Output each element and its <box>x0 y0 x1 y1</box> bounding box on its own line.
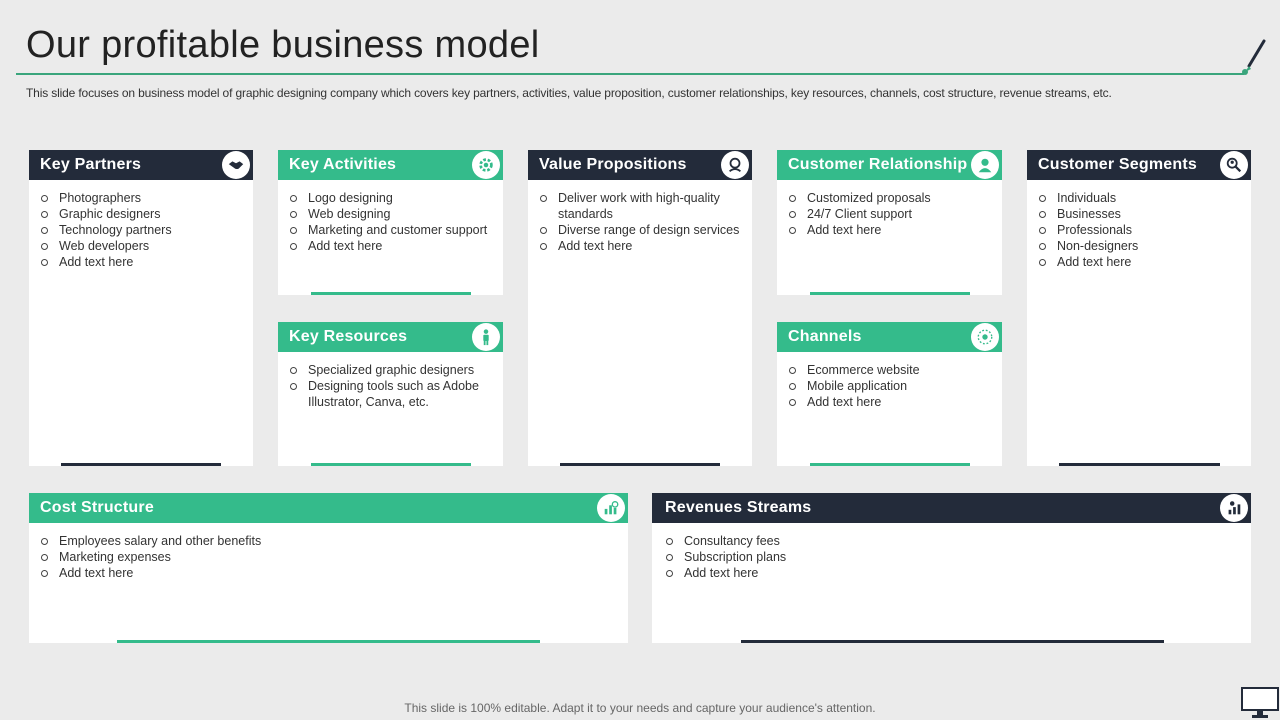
list-item: Businesses <box>1038 206 1241 222</box>
list-item: Deliver work with high-quality standards <box>539 190 742 222</box>
list-item: Marketing expenses <box>40 549 618 565</box>
list-item: Add text here <box>40 565 618 581</box>
list-item: Marketing and customer support <box>289 222 493 238</box>
card-value-propositions: Value Propositions Deliver work with hig… <box>528 150 752 466</box>
card-title: Key Partners <box>40 156 142 173</box>
list-item: Non-designers <box>1038 238 1241 254</box>
list-item: Ecommerce website <box>788 362 992 378</box>
card-header: Key Resources <box>278 322 503 352</box>
list-item: Add text here <box>40 254 243 270</box>
card-customer-relationship: Customer Relationship Customized proposa… <box>777 150 1002 295</box>
card-title: Customer Segments <box>1038 156 1197 173</box>
card-title: Channels <box>788 328 862 345</box>
card-title: Key Resources <box>289 328 408 345</box>
card-accent-bar <box>560 463 720 466</box>
list-item: Consultancy fees <box>665 533 1241 549</box>
list-item: Logo designing <box>289 190 493 206</box>
card-accent-bar <box>810 292 970 295</box>
list-item: Specialized graphic designers <box>289 362 493 378</box>
list-item: Add text here <box>539 238 742 254</box>
list-item: Web developers <box>40 238 243 254</box>
list-item: Mobile application <box>788 378 992 394</box>
value-icon <box>721 151 749 179</box>
card-header: Revenues Streams <box>652 493 1251 523</box>
person-icon <box>472 323 500 351</box>
item-list: Deliver work with high-quality standards… <box>539 190 742 254</box>
card-accent-bar <box>311 292 471 295</box>
list-item: Customized proposals <box>788 190 992 206</box>
list-item: Web designing <box>289 206 493 222</box>
customer-support-icon <box>971 151 999 179</box>
page-subtitle: This slide focuses on business model of … <box>26 86 1112 100</box>
card-title: Revenues Streams <box>665 499 812 516</box>
card-accent-bar <box>1059 463 1220 466</box>
list-item: Add text here <box>289 238 493 254</box>
card-title: Key Activities <box>289 156 397 173</box>
card-accent-bar <box>117 640 540 643</box>
card-accent-bar <box>810 463 970 466</box>
list-item: Diverse range of design services <box>539 222 742 238</box>
list-item: Photographers <box>40 190 243 206</box>
network-icon <box>971 323 999 351</box>
card-accent-bar <box>61 463 221 466</box>
monitor-icon <box>1241 687 1279 718</box>
page-title: Our profitable business model <box>26 24 540 66</box>
title-underline <box>16 73 1244 75</box>
list-item: Technology partners <box>40 222 243 238</box>
list-item: Add text here <box>788 222 992 238</box>
card-accent-bar <box>311 463 471 466</box>
list-item: Professionals <box>1038 222 1241 238</box>
card-title: Customer Relationship <box>788 156 968 173</box>
card-header: Customer Relationship <box>777 150 1002 180</box>
card-header: Customer Segments <box>1027 150 1251 180</box>
list-item: Individuals <box>1038 190 1241 206</box>
card-title: Cost Structure <box>40 499 154 516</box>
card-cost-structure: Cost Structure Employees salary and othe… <box>29 493 628 643</box>
list-item: Subscription plans <box>665 549 1241 565</box>
gears-icon <box>472 151 500 179</box>
card-header: Cost Structure <box>29 493 628 523</box>
list-item: 24/7 Client support <box>788 206 992 222</box>
card-key-resources: Key Resources Specialized graphic design… <box>278 322 503 466</box>
pen-icon <box>1242 39 1266 75</box>
handshake-icon <box>222 151 250 179</box>
list-item: Add text here <box>788 394 992 410</box>
list-item: Employees salary and other benefits <box>40 533 618 549</box>
card-header: Value Propositions <box>528 150 752 180</box>
people-search-icon <box>1220 151 1248 179</box>
revenue-chart-icon <box>1220 494 1248 522</box>
card-header: Key Activities <box>278 150 503 180</box>
list-item: Add text here <box>665 565 1241 581</box>
card-header: Channels <box>777 322 1002 352</box>
card-title: Value Propositions <box>539 156 687 173</box>
card-accent-bar <box>741 640 1164 643</box>
card-header: Key Partners <box>29 150 253 180</box>
list-item: Designing tools such as Adobe Illustrato… <box>289 378 493 410</box>
footer-note: This slide is 100% editable. Adapt it to… <box>404 701 876 715</box>
list-item: Graphic designers <box>40 206 243 222</box>
list-item: Add text here <box>1038 254 1241 270</box>
cost-icon <box>597 494 625 522</box>
